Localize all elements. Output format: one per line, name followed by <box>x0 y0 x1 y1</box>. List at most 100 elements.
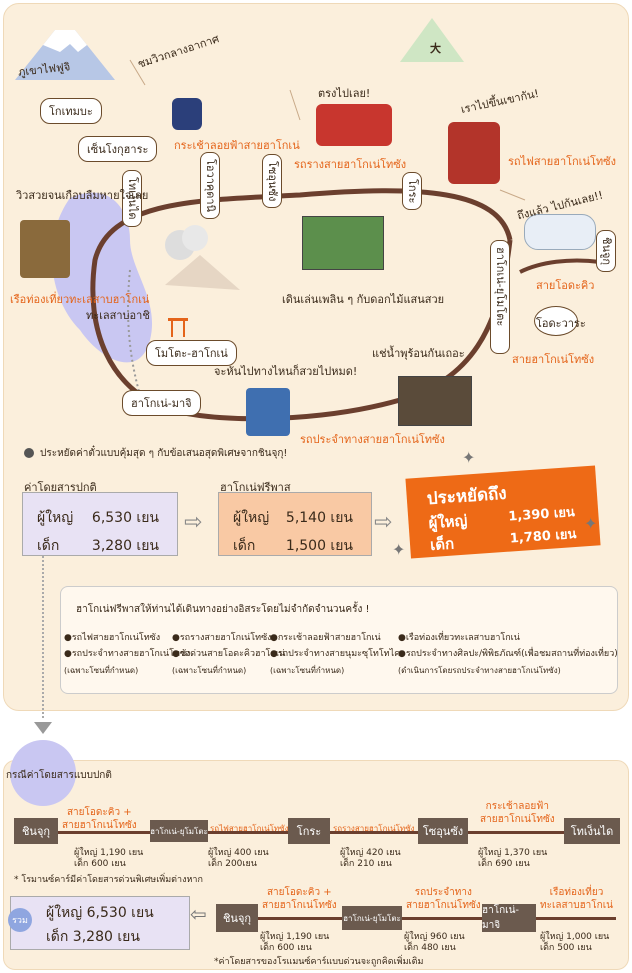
normal-adult-fare: 6,530 เยน <box>91 510 159 526</box>
pass-item-note: (เฉพาะโซนที่กำหนด) <box>172 666 247 675</box>
lake-label: ทะเลสาบอาชิ <box>86 309 150 322</box>
onsen-photo <box>398 376 472 426</box>
motohakone-station[interactable]: โมโตะ-ฮาโกเน่ <box>146 340 237 366</box>
station-hakone-yumoto[interactable]: ฮาโกเน่-ยุโมโตะ <box>342 906 402 930</box>
station-hakone-yumoto[interactable]: ฮาโกเน่-ยุโมโตะ <box>150 820 208 842</box>
cable-car-image <box>316 104 392 146</box>
route-branch <box>519 258 601 274</box>
arrow-icon: ⇨ <box>374 510 393 535</box>
torii-gate-icon <box>168 318 188 321</box>
walk-label: เดินเล่นเพลิน ๆ กับดอกไม้แสนสวย <box>282 293 445 306</box>
route-segment <box>468 831 564 834</box>
route-segment <box>536 917 616 920</box>
normal-fare-card: ผู้ใหญ่ 6,530 เยน เด็ก 3,280 เยน <box>22 492 178 556</box>
save-title: ประหยัดถึง <box>426 483 508 510</box>
sparkle-icon: ✦ <box>462 448 476 467</box>
pass-info-box <box>60 586 618 694</box>
pass-adult-fare: 5,140 เยน <box>285 510 353 526</box>
line-name: รถรางสายฮาโกเน่โทซัง <box>333 824 415 833</box>
pass-item-note: (ดำเนินการโดยรถประจำทางสายฮาโกเน่โทซัง) <box>398 666 561 675</box>
fare-col: ผู้ใหญ่ 420 เยนเด็ก 210 เยน <box>340 848 401 869</box>
tozan-train-image <box>448 122 500 184</box>
tozan-line-label: สายฮาโกเน่โทซัง <box>512 353 595 366</box>
normal-fare-title: ค่าโดยสารปกติ <box>24 481 97 494</box>
hakone-machi-station[interactable]: ฮาโกเน่-มาจิ <box>122 390 201 416</box>
pass-title: ฮาโกเน่ฟรีพาส <box>220 481 291 494</box>
odawara-station[interactable]: โอดะวาระ <box>536 317 586 330</box>
bus-image <box>246 388 290 436</box>
fare-col: ผู้ใหญ่ 1,370 เยนเด็ก 690 เยน <box>478 848 548 869</box>
cable-go-label: ตรงไปเลย! <box>318 87 371 100</box>
ropeway-gondola-image <box>172 98 202 130</box>
adult-label: ผู้ใหญ่ <box>37 510 74 526</box>
station-sounzan[interactable]: โซอุนซัง <box>418 818 468 844</box>
pass-child-fare: 1,500 เยน <box>285 538 353 554</box>
fare-col: ผู้ใหญ่ 960 เยนเด็ก 480 เยน <box>404 932 465 953</box>
line-name: กระเช้าลอยฟ้าสายฮาโกเน่โทซัง <box>480 801 555 825</box>
child-label: เด็ก <box>233 538 256 554</box>
cable-car-name: รถรางสายฮาโกเน่โทซัง <box>294 158 407 171</box>
route-segment <box>58 831 150 834</box>
connector-line <box>42 556 44 718</box>
arrow-icon: ⇨ <box>184 510 203 535</box>
odawara-circle <box>534 306 578 336</box>
fare-col: ผู้ใหญ่ 1,190 เยนเด็ก 600 เยน <box>74 848 144 869</box>
owakudani-mountain <box>165 255 240 290</box>
lake-area <box>51 192 153 363</box>
pass-item: ●รถด่วนสายโอดะคิวฮาโกเน่ <box>172 649 286 659</box>
note-1: * โรมานซ์คาร์มีค่าโดยสารด่วนพิเศษเพิ่มต่… <box>14 875 203 885</box>
fare-col: ผู้ใหญ่ 400 เยนเด็ก 200เยน <box>208 848 269 869</box>
normal-child-fare: 3,280 เยน <box>91 538 159 554</box>
line-name: สายโอดะคิว +สายฮาโกเน่โทซัง <box>62 807 137 831</box>
note-2: *ค่าโดยสารของโรแมนซ์คาร์แบบด่วนจะถูกคิดเ… <box>214 957 424 967</box>
total-adult: ผู้ใหญ่ 6,530 เยน <box>46 905 154 921</box>
anywhere-label: จะหันไปทางไหนก็สวยไปหมด! <box>214 365 358 378</box>
sounzan-station[interactable]: โซอุนซัง <box>262 154 282 209</box>
line-name: รถไฟสายฮาโกเน่โทซัง <box>210 824 289 833</box>
left-arrow-icon: ⇦ <box>190 902 207 926</box>
sparkle-icon: ✦ <box>392 540 406 559</box>
tozan-train-name: รถไฟสายฮาโกเน่โทซัง <box>508 155 616 168</box>
station-gora[interactable]: โกระ <box>288 818 330 844</box>
pass-item-note: (เฉพาะโซนที่กำหนด) <box>64 666 139 675</box>
pass-item-note: (เฉพาะโซนที่กำหนด) <box>270 666 345 675</box>
station-togendai[interactable]: โทเง็นได <box>564 818 620 844</box>
pass-item: ●รถประจำทางสายนุมะซุโทโทไค <box>270 649 401 659</box>
fuji-mountain <box>15 30 115 80</box>
ropeway-name: กระเช้าลอยฟ้าสายฮาโกเน่ <box>174 139 300 152</box>
pass-item: ●รถประจำทางศิลปะ/พิพิธภัณฑ์(เพื่อชมสถานท… <box>398 649 618 659</box>
pass-item: ●เรือท่องเที่ยวทะเลสาบฮาโกเน่ <box>398 633 520 643</box>
pass-item: ●รถไฟสายฮาโกเน่โทซัง <box>64 633 161 643</box>
total-card <box>10 896 190 950</box>
garden-photo <box>302 216 384 270</box>
shinjuku-station[interactable]: ชินจูกุ <box>596 230 616 273</box>
line-name: รถประจำทางสายฮาโกเน่โทซัง <box>406 887 481 911</box>
cruise-name: เรือท่องเที่ยวทะเลสาบฮาโกเน่ <box>10 293 150 306</box>
togendai-station[interactable]: โทเง็นได <box>122 170 142 227</box>
sparkle-icon: ✦ <box>584 514 598 533</box>
sengoku-station[interactable]: เซ็นโงกุฮาระ <box>78 136 158 162</box>
pass-item: ●รถรางสายฮาโกเน่โทซัง <box>172 633 272 643</box>
pass-item: ●รถประจำทางสายฮาโกเน่โทซัง <box>64 649 191 659</box>
route-segment <box>402 917 482 920</box>
route-map-graphics <box>15 18 601 422</box>
station-shinjuku[interactable]: ชินจุกุ <box>14 818 58 844</box>
onsen-label: แช่น้ำพุร้อนกันเถอะ <box>372 347 465 360</box>
romancecar-image <box>524 214 596 250</box>
station-shinjuku[interactable]: ชินจุกุ <box>216 904 258 932</box>
title-circle <box>10 740 76 806</box>
kotemba-station[interactable]: โกเทมบะ <box>40 98 102 124</box>
total-badge: รวม <box>8 908 32 932</box>
child-label: เด็ก <box>37 538 60 554</box>
station-hakone-machi[interactable]: ฮาโกเน่-มาจิ <box>482 904 536 932</box>
hakone-yumoto-station[interactable]: ฮาโกเน่-ยุโมโตะ <box>490 240 510 354</box>
total-child: เด็ก 3,280 เยน <box>46 929 140 945</box>
down-arrow-icon <box>34 722 52 734</box>
child-label: เด็ก <box>429 534 455 555</box>
owakudani-station[interactable]: โอวาคุดานิ <box>200 152 220 220</box>
fare-col: ผู้ใหญ่ 1,000 เยนเด็ก 500 เยน <box>540 932 610 953</box>
gora-station[interactable]: โกระ <box>402 172 422 211</box>
pirate-ship-image <box>20 220 70 278</box>
normal-route-title: กรณีค่าโดยสารแบบปกติ <box>6 770 112 781</box>
